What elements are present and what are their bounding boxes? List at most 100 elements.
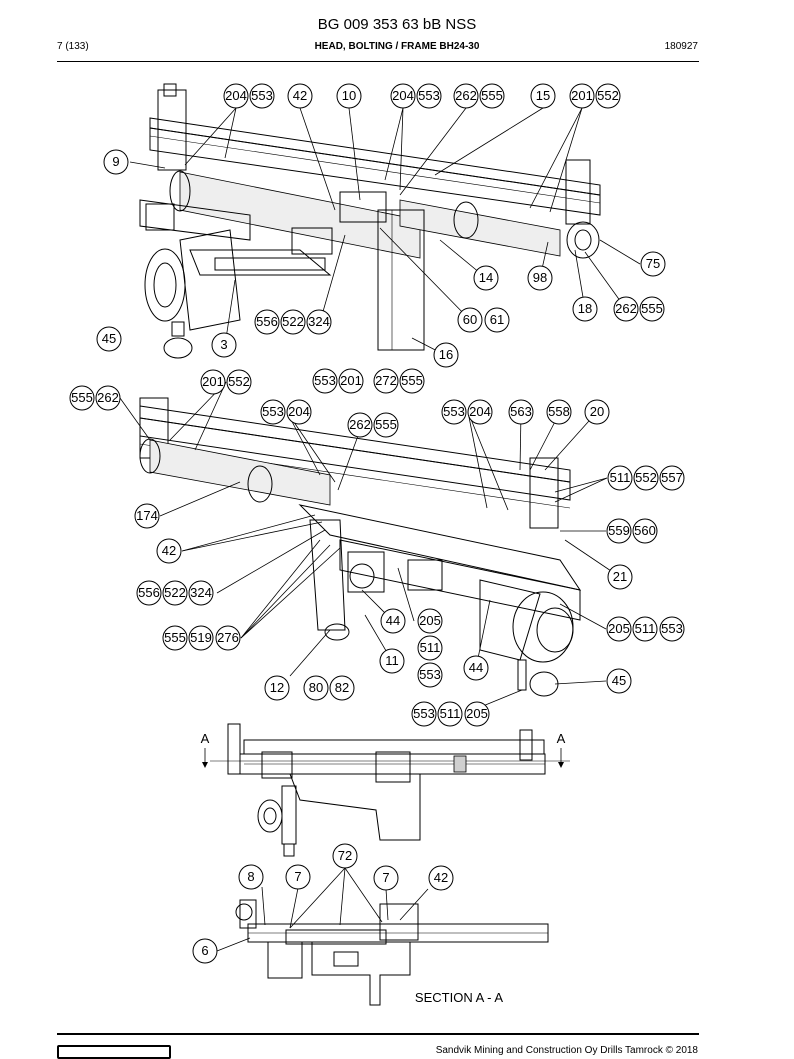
svg-text:80: 80	[309, 680, 323, 695]
svg-text:16: 16	[439, 347, 453, 362]
svg-text:522: 522	[164, 585, 186, 600]
svg-text:324: 324	[308, 314, 330, 329]
svg-text:7: 7	[382, 870, 389, 885]
svg-text:75: 75	[646, 256, 660, 271]
callout: 553	[312, 368, 338, 394]
svg-text:61: 61	[490, 312, 504, 327]
section-caption: SECTION A - A	[415, 990, 503, 1005]
callout: 553	[417, 662, 443, 688]
svg-text:553: 553	[413, 706, 435, 721]
callout: 559	[606, 518, 632, 544]
svg-text:553: 553	[661, 621, 683, 636]
callout: 6	[192, 938, 218, 964]
svg-text:10: 10	[342, 88, 356, 103]
svg-text:552: 552	[228, 374, 250, 389]
svg-text:555: 555	[641, 301, 663, 316]
svg-text:42: 42	[293, 88, 307, 103]
callout: 553	[260, 399, 286, 425]
svg-text:553: 553	[314, 373, 336, 388]
callout: 553	[416, 83, 442, 109]
callout: 552	[226, 369, 252, 395]
callout: 560	[632, 518, 658, 544]
callout: 174	[134, 503, 160, 529]
callout: 555	[69, 385, 95, 411]
callout: 10	[336, 83, 362, 109]
callout: 262	[613, 296, 639, 322]
section-a-a-view	[216, 867, 549, 1006]
page-number: 7 (133)	[57, 41, 89, 52]
svg-text:205: 205	[419, 613, 441, 628]
callout: 262	[453, 83, 479, 109]
svg-text:262: 262	[615, 301, 637, 316]
callout: 262	[347, 412, 373, 438]
side-view	[202, 723, 570, 857]
callout: 42	[428, 865, 454, 891]
callout: 14	[473, 265, 499, 291]
svg-text:563: 563	[510, 404, 532, 419]
svg-text:555: 555	[164, 630, 186, 645]
middle-assembly-view	[119, 381, 621, 709]
svg-text:204: 204	[392, 88, 414, 103]
callout: 80	[303, 675, 329, 701]
callout: 555	[399, 368, 425, 394]
callout: 204	[390, 83, 416, 109]
svg-text:324: 324	[190, 585, 212, 600]
svg-text:511: 511	[420, 640, 441, 655]
svg-text:3: 3	[220, 337, 227, 352]
callout: 276	[215, 625, 241, 651]
brand-logo	[57, 1045, 171, 1059]
svg-text:174: 174	[136, 508, 158, 523]
callout: 552	[595, 83, 621, 109]
callout: 555	[639, 296, 665, 322]
section-marker-right: A	[557, 731, 566, 746]
header-rule	[57, 61, 699, 62]
svg-text:555: 555	[71, 390, 93, 405]
callout: 42	[287, 83, 313, 109]
callout: 8	[238, 864, 264, 890]
svg-text:201: 201	[340, 373, 362, 388]
callout: 204	[286, 399, 312, 425]
callout: 553	[411, 701, 437, 727]
svg-text:552: 552	[597, 88, 619, 103]
callout: 204	[467, 399, 493, 425]
callout: 44	[463, 655, 489, 681]
callout: 556	[254, 309, 280, 335]
callout: 553	[659, 616, 685, 642]
svg-text:6: 6	[201, 943, 208, 958]
svg-text:553: 553	[443, 404, 465, 419]
callout: 563	[508, 399, 534, 425]
callout: 60	[457, 307, 483, 333]
callout: 519	[188, 625, 214, 651]
svg-text:558: 558	[548, 404, 570, 419]
svg-text:553: 553	[419, 667, 441, 682]
section-marker-left: A	[201, 731, 210, 746]
svg-text:8: 8	[247, 869, 254, 884]
svg-text:9: 9	[112, 154, 119, 169]
svg-text:204: 204	[288, 404, 310, 419]
callout: 522	[280, 309, 306, 335]
callout: 45	[96, 326, 122, 352]
callout: 205	[606, 616, 632, 642]
callout: 205	[464, 701, 490, 727]
svg-text:42: 42	[434, 870, 448, 885]
callout: 3	[211, 332, 237, 358]
svg-text:204: 204	[225, 88, 247, 103]
svg-text:276: 276	[217, 630, 239, 645]
svg-text:555: 555	[481, 88, 503, 103]
callout: 61	[484, 307, 510, 333]
top-assembly-view	[129, 83, 641, 359]
callout: 555	[479, 83, 505, 109]
callout: 12	[264, 675, 290, 701]
callout: 553	[249, 83, 275, 109]
svg-text:15: 15	[536, 88, 550, 103]
svg-text:60: 60	[463, 312, 477, 327]
footer-rule	[57, 1033, 699, 1035]
callout: 9	[103, 149, 129, 175]
svg-text:262: 262	[97, 390, 119, 405]
svg-text:262: 262	[349, 417, 371, 432]
svg-text:272: 272	[375, 373, 397, 388]
callout: 324	[306, 309, 332, 335]
svg-text:21: 21	[613, 569, 627, 584]
callout: 75	[640, 251, 666, 277]
svg-text:556: 556	[138, 585, 160, 600]
